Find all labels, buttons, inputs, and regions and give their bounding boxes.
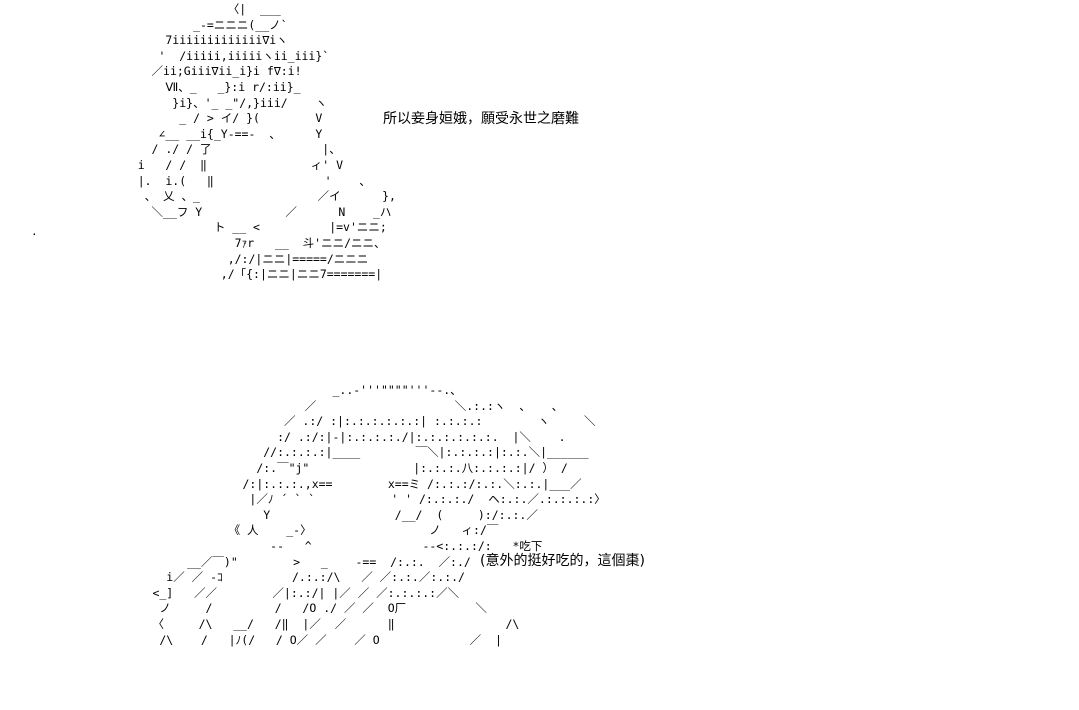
ascii-art-figure-top: 〈| ___ _-=ニニニ(__ノ` 7iiiiiiiiiiiii∇iヽ ' /… [137,2,396,282]
caption-bottom: (意外的挺好吃的，這個棗) [480,553,645,569]
stray-dot-mark: . [31,225,38,238]
caption-top: 所以妾身姮娥，願受永世之磨難 [383,111,579,127]
ascii-art-figure-bottom: _..-'''""""'''‐-.、 ／ ＼.:.:ヽ 、 、 ／ .:/ :|… [152,383,606,647]
